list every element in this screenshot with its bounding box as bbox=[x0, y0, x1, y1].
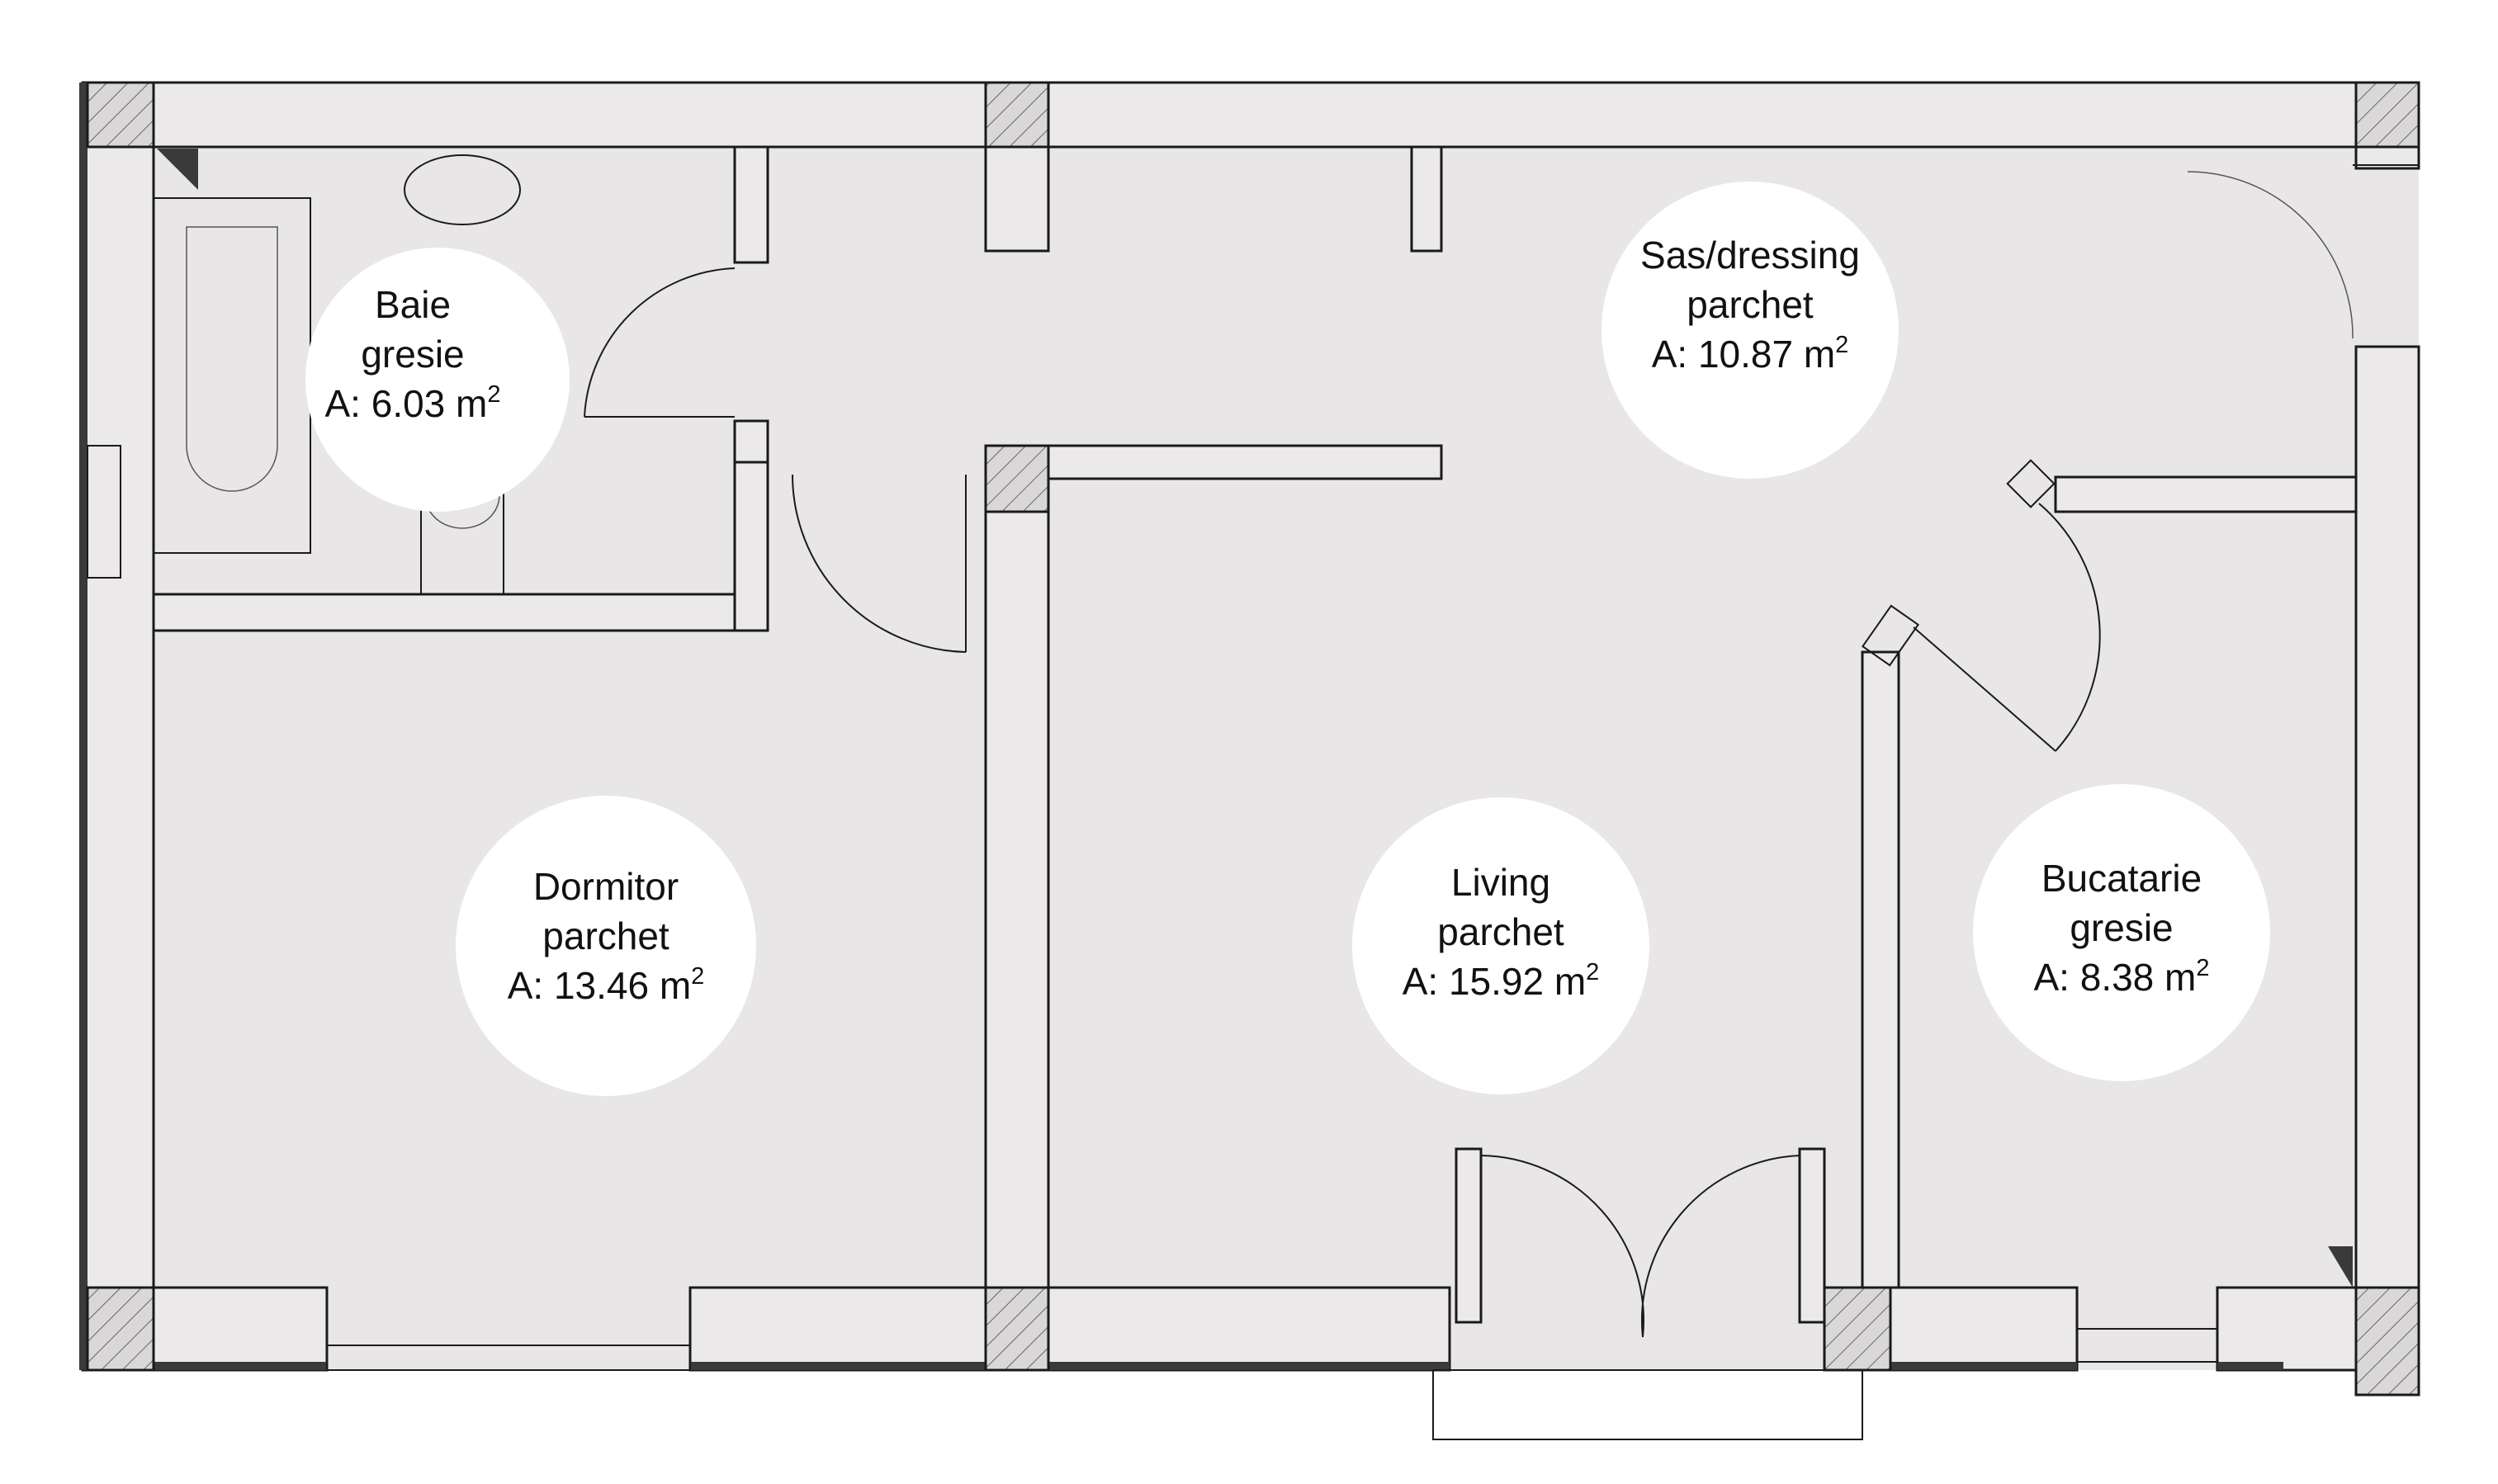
room-label-sas: Sas/dressing parchet A: 10.87 m2 bbox=[1601, 182, 1899, 479]
windows bbox=[87, 445, 2218, 1371]
room-floor: parchet bbox=[1437, 910, 1564, 953]
room-name: Sas/dressing bbox=[1640, 234, 1860, 276]
room-name: Bucatarie bbox=[2041, 857, 2202, 900]
doors bbox=[584, 164, 2419, 1440]
room-floor: gresie bbox=[2070, 906, 2173, 949]
room-label-bucatarie: Bucatarie gresie A: 8.38 m2 bbox=[1973, 784, 2270, 1081]
room-area: A: 6.03 m2 bbox=[324, 381, 500, 425]
structural-columns bbox=[86, 81, 2420, 1397]
room-floor: gresie bbox=[361, 333, 464, 376]
room-area: A: 8.38 m2 bbox=[2033, 955, 2209, 999]
room-area: A: 13.46 m2 bbox=[508, 963, 705, 1007]
room-area: A: 15.92 m2 bbox=[1403, 959, 1600, 1003]
room-name: Baie bbox=[375, 283, 451, 326]
room-name: Living bbox=[1451, 861, 1550, 904]
outer-walls bbox=[79, 81, 2420, 1372]
room-floor: parchet bbox=[542, 915, 669, 957]
room-label-baie: Baie gresie A: 6.03 m2 bbox=[305, 248, 570, 512]
room-area: A: 10.87 m2 bbox=[1652, 332, 1849, 376]
sink bbox=[404, 154, 521, 225]
room-floor: parchet bbox=[1687, 283, 1814, 326]
room-label-dormitor: Dormitor parchet A: 13.46 m2 bbox=[456, 796, 756, 1096]
room-name: Dormitor bbox=[533, 865, 679, 908]
room-label-living: Living parchet A: 15.92 m2 bbox=[1352, 797, 1649, 1094]
interior-walls bbox=[152, 145, 2358, 1324]
